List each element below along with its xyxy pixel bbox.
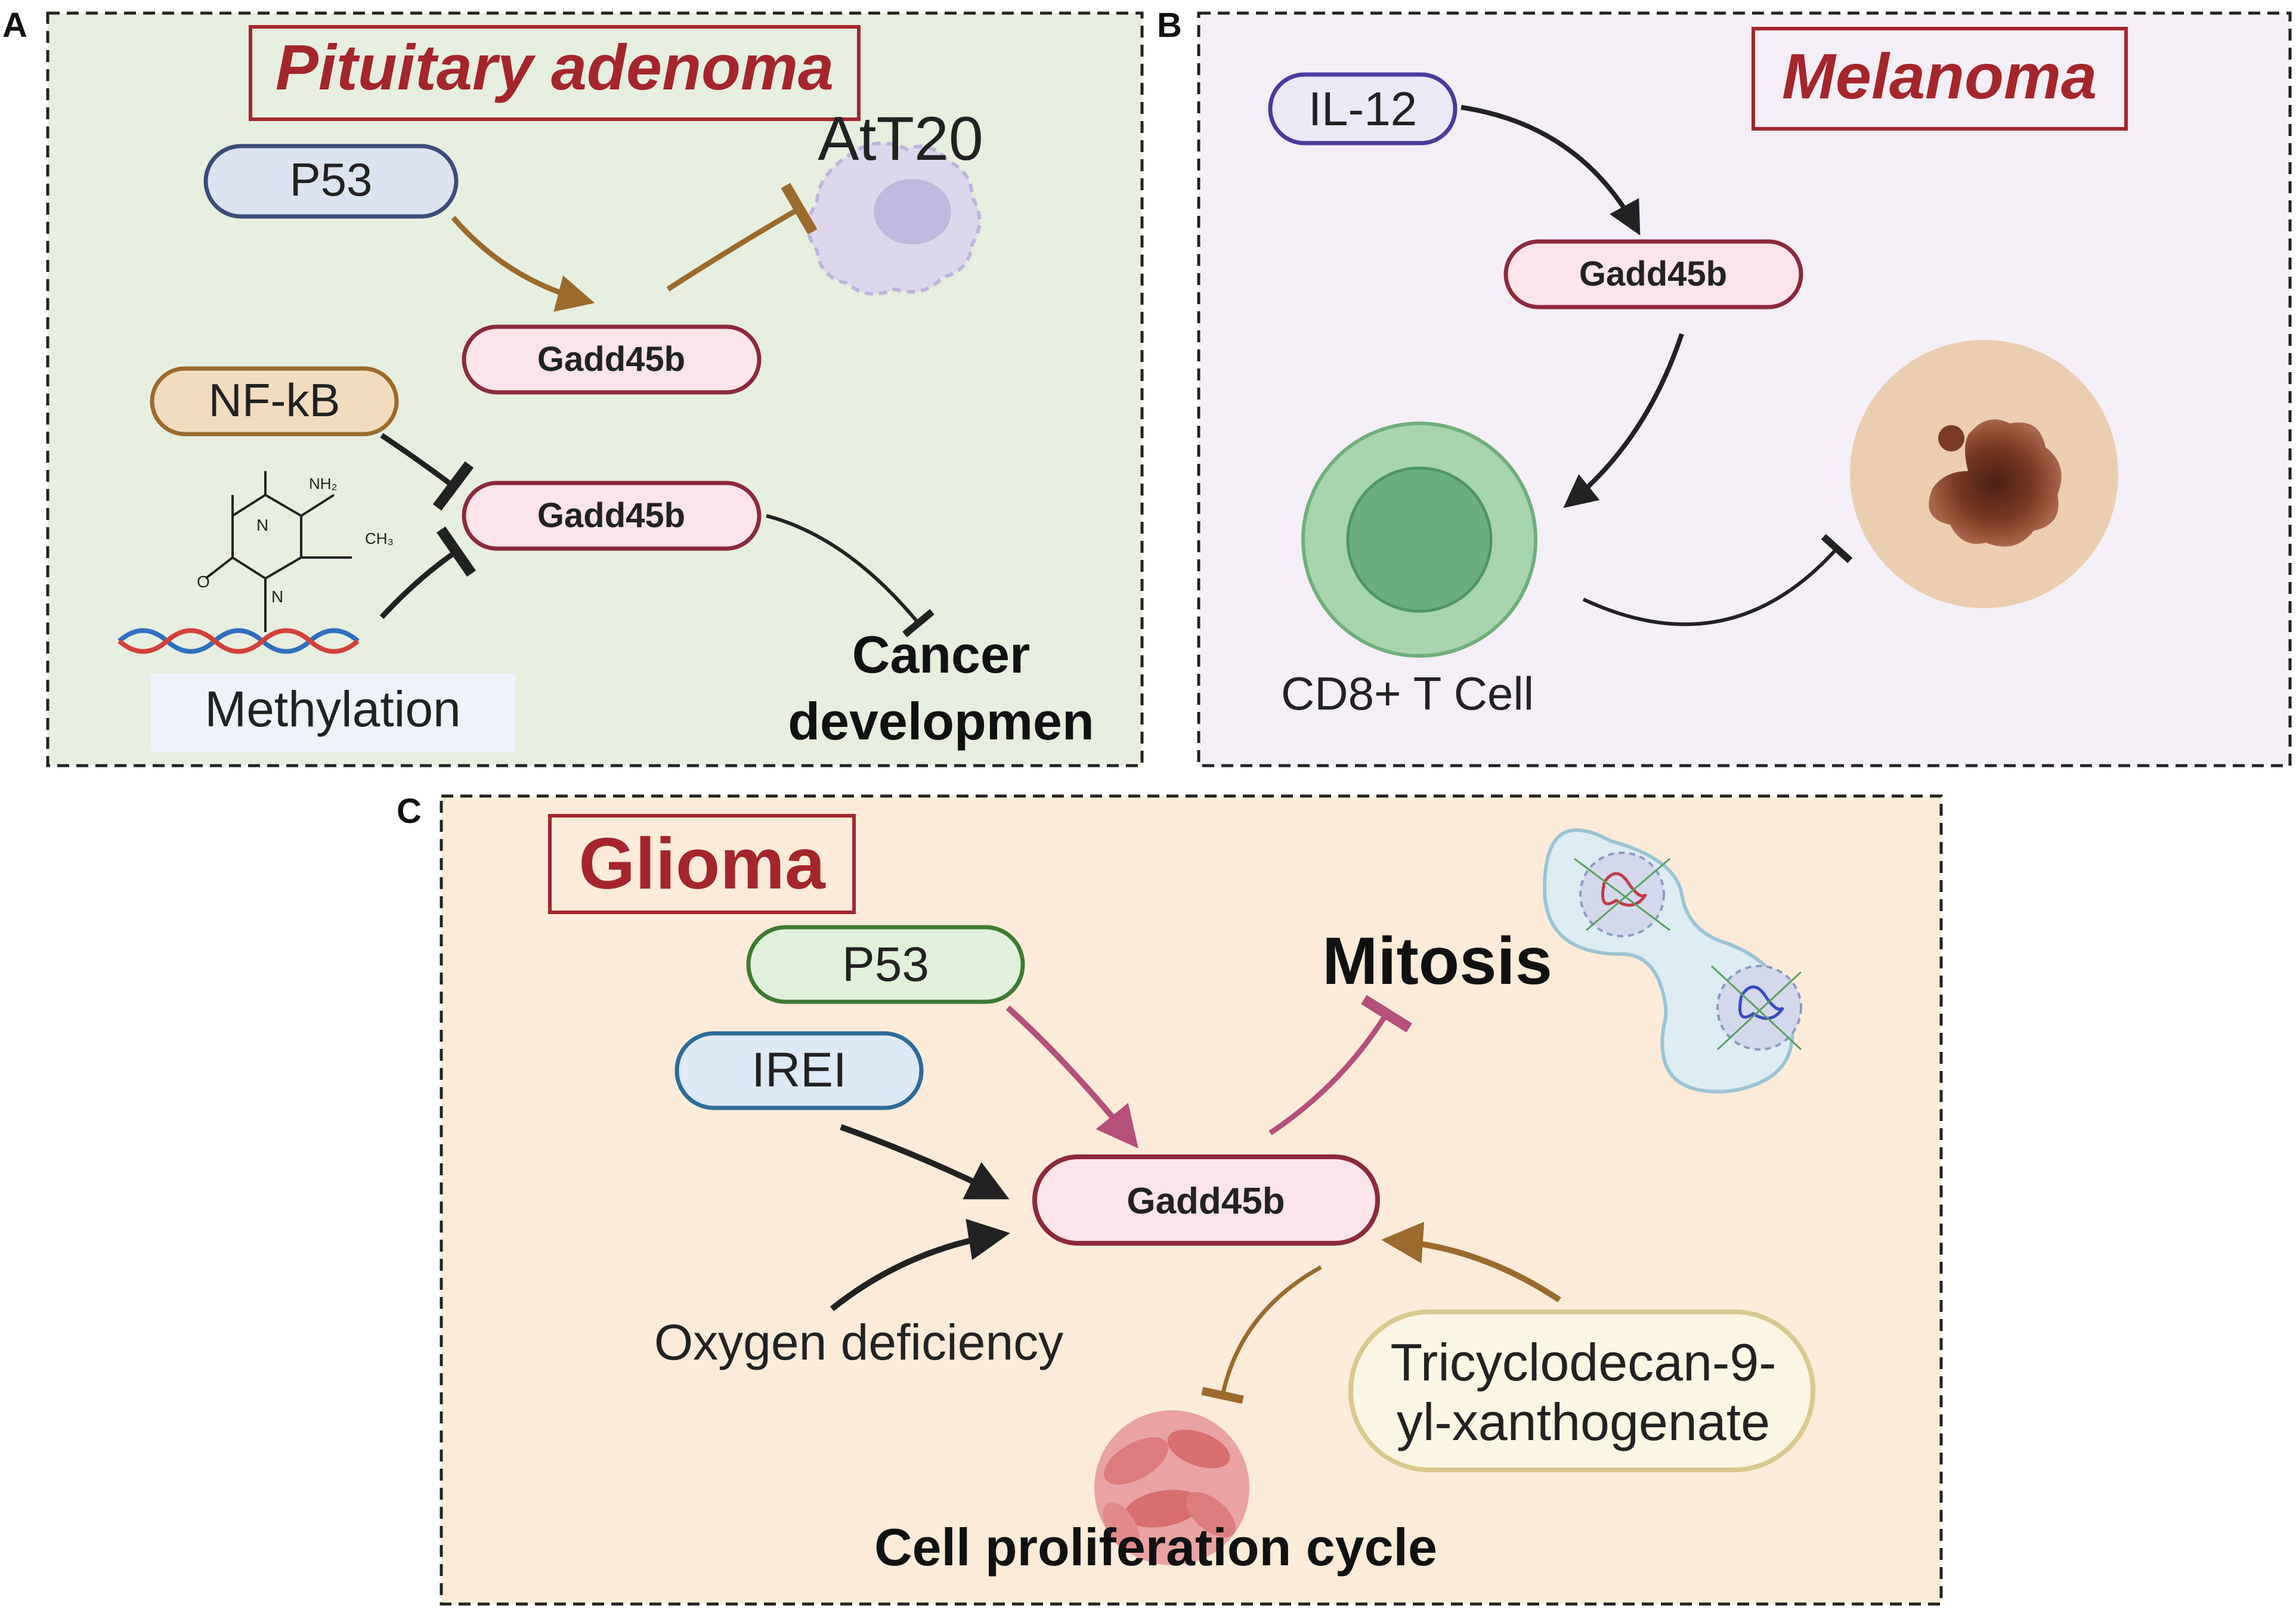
- proliferating-cells-icon: [1094, 1410, 1249, 1565]
- panel-c-title: Glioma: [578, 823, 826, 904]
- panel-b-title: Melanoma: [1782, 40, 2097, 112]
- o-label: O: [197, 572, 210, 591]
- panel-a-title: Pituitary adenoma: [276, 31, 834, 103]
- dna-helix-icon: [117, 628, 360, 654]
- panel-a-letter: A: [2, 6, 27, 45]
- panel-c-title-box: [548, 814, 856, 914]
- gadd45b-label-c: Gadd45b: [1127, 1181, 1285, 1222]
- gadd45b-node-a2: [462, 481, 762, 551]
- tcell-label: CD8+ T Cell: [1281, 667, 1534, 720]
- nfkb-label: NF-kB: [209, 374, 341, 426]
- p53-node-a: [203, 144, 459, 219]
- gadd45b-node-b: [1503, 239, 1803, 309]
- mitosis-label: Mitosis: [1322, 924, 1552, 998]
- methylcytosine-structure-icon: [205, 471, 352, 632]
- il12-node: [1268, 72, 1458, 145]
- mitosis-cell-icon: [1542, 828, 1802, 1094]
- gadd45b-node-c: [1032, 1154, 1380, 1246]
- p53-label-c: P53: [842, 937, 929, 992]
- nfkb-node: [150, 366, 399, 436]
- gadd45b-label-a1: Gadd45b: [537, 340, 685, 379]
- p53-to-gadd45b-arrow-c: [1005, 1005, 1138, 1148]
- melanoma-lesion-icon: [1850, 340, 2118, 608]
- panel-a: A Pituitary adenoma P53 AtT20 Gadd45b NF…: [2, 6, 1144, 767]
- methylation-label: Methylation: [205, 681, 461, 737]
- irei-to-gadd45b-arrow: [840, 1124, 1010, 1200]
- tricyclodecan-label-line1: Tricyclodecan-9-: [1390, 1333, 1776, 1392]
- tricyclodecan-node: [1348, 1309, 1815, 1472]
- tricyclodecan-label-line2: yl-xanthogenate: [1397, 1392, 1770, 1451]
- p53-label-a: P53: [290, 153, 373, 206]
- irei-node: [674, 1031, 924, 1110]
- il12-label: IL-12: [1308, 82, 1417, 135]
- panel-b-letter: B: [1157, 6, 1182, 45]
- p53-to-gadd45b-arrow-a: [451, 216, 595, 312]
- gadd45b-to-tcell-arrow: [1563, 333, 1684, 509]
- gadd45b-inhibits-cancer-arrow: [766, 514, 935, 637]
- gadd45b-label-a2: Gadd45b: [537, 496, 685, 535]
- methylation-inhibits-gadd45b-arrow: [379, 526, 476, 620]
- panel-b: B Melanoma IL-12 Gadd45b CD8+ T Cell: [1157, 6, 2292, 767]
- oxygen-deficiency-label: Oxygen deficiency: [654, 1314, 1063, 1370]
- n-label-1: N: [256, 516, 268, 534]
- nfkb-inhibits-gadd45b-arrow: [380, 433, 474, 511]
- cancer-development-line2: developmen: [788, 692, 1094, 751]
- irei-label: IREI: [751, 1043, 846, 1097]
- il12-to-gadd45b-arrow: [1460, 105, 1641, 236]
- cancer-development-line1: Cancer: [852, 625, 1030, 684]
- panel-c-letter: C: [397, 792, 422, 831]
- cd8-t-cell-icon: [1301, 422, 1537, 658]
- gadd45b-inhibits-proliferation-arrow: [1201, 1265, 1322, 1404]
- panel-a-title-box: [249, 25, 861, 121]
- p53-node-c: [746, 925, 1025, 1004]
- n-label-2: N: [271, 587, 283, 606]
- panel-b-title-box: [1752, 27, 2128, 131]
- gadd45b-inhibits-mitosis-arrow: [1268, 995, 1412, 1135]
- ch3-label: CH₃: [365, 530, 394, 547]
- methylation-box: [150, 674, 515, 751]
- cell-proliferation-label: Cell proliferation cycle: [874, 1518, 1437, 1577]
- gadd45b-label-b: Gadd45b: [1579, 255, 1727, 293]
- gadd45b-node-a1: [462, 324, 762, 395]
- tricyclodecan-to-gadd45b-arrow: [1381, 1221, 1561, 1303]
- gadd45b-inhibits-att20-arrow: [666, 182, 818, 292]
- tcell-inhibits-melanoma-arrow: [1582, 534, 1853, 626]
- nh2-label: NH₂: [309, 475, 338, 493]
- oxygen-to-gadd45b-arrow: [830, 1219, 1010, 1311]
- panel-c: C Glioma P53 IREI Gadd45b Mitosis Oxy: [397, 792, 1943, 1606]
- att20-label: AtT20: [818, 104, 983, 174]
